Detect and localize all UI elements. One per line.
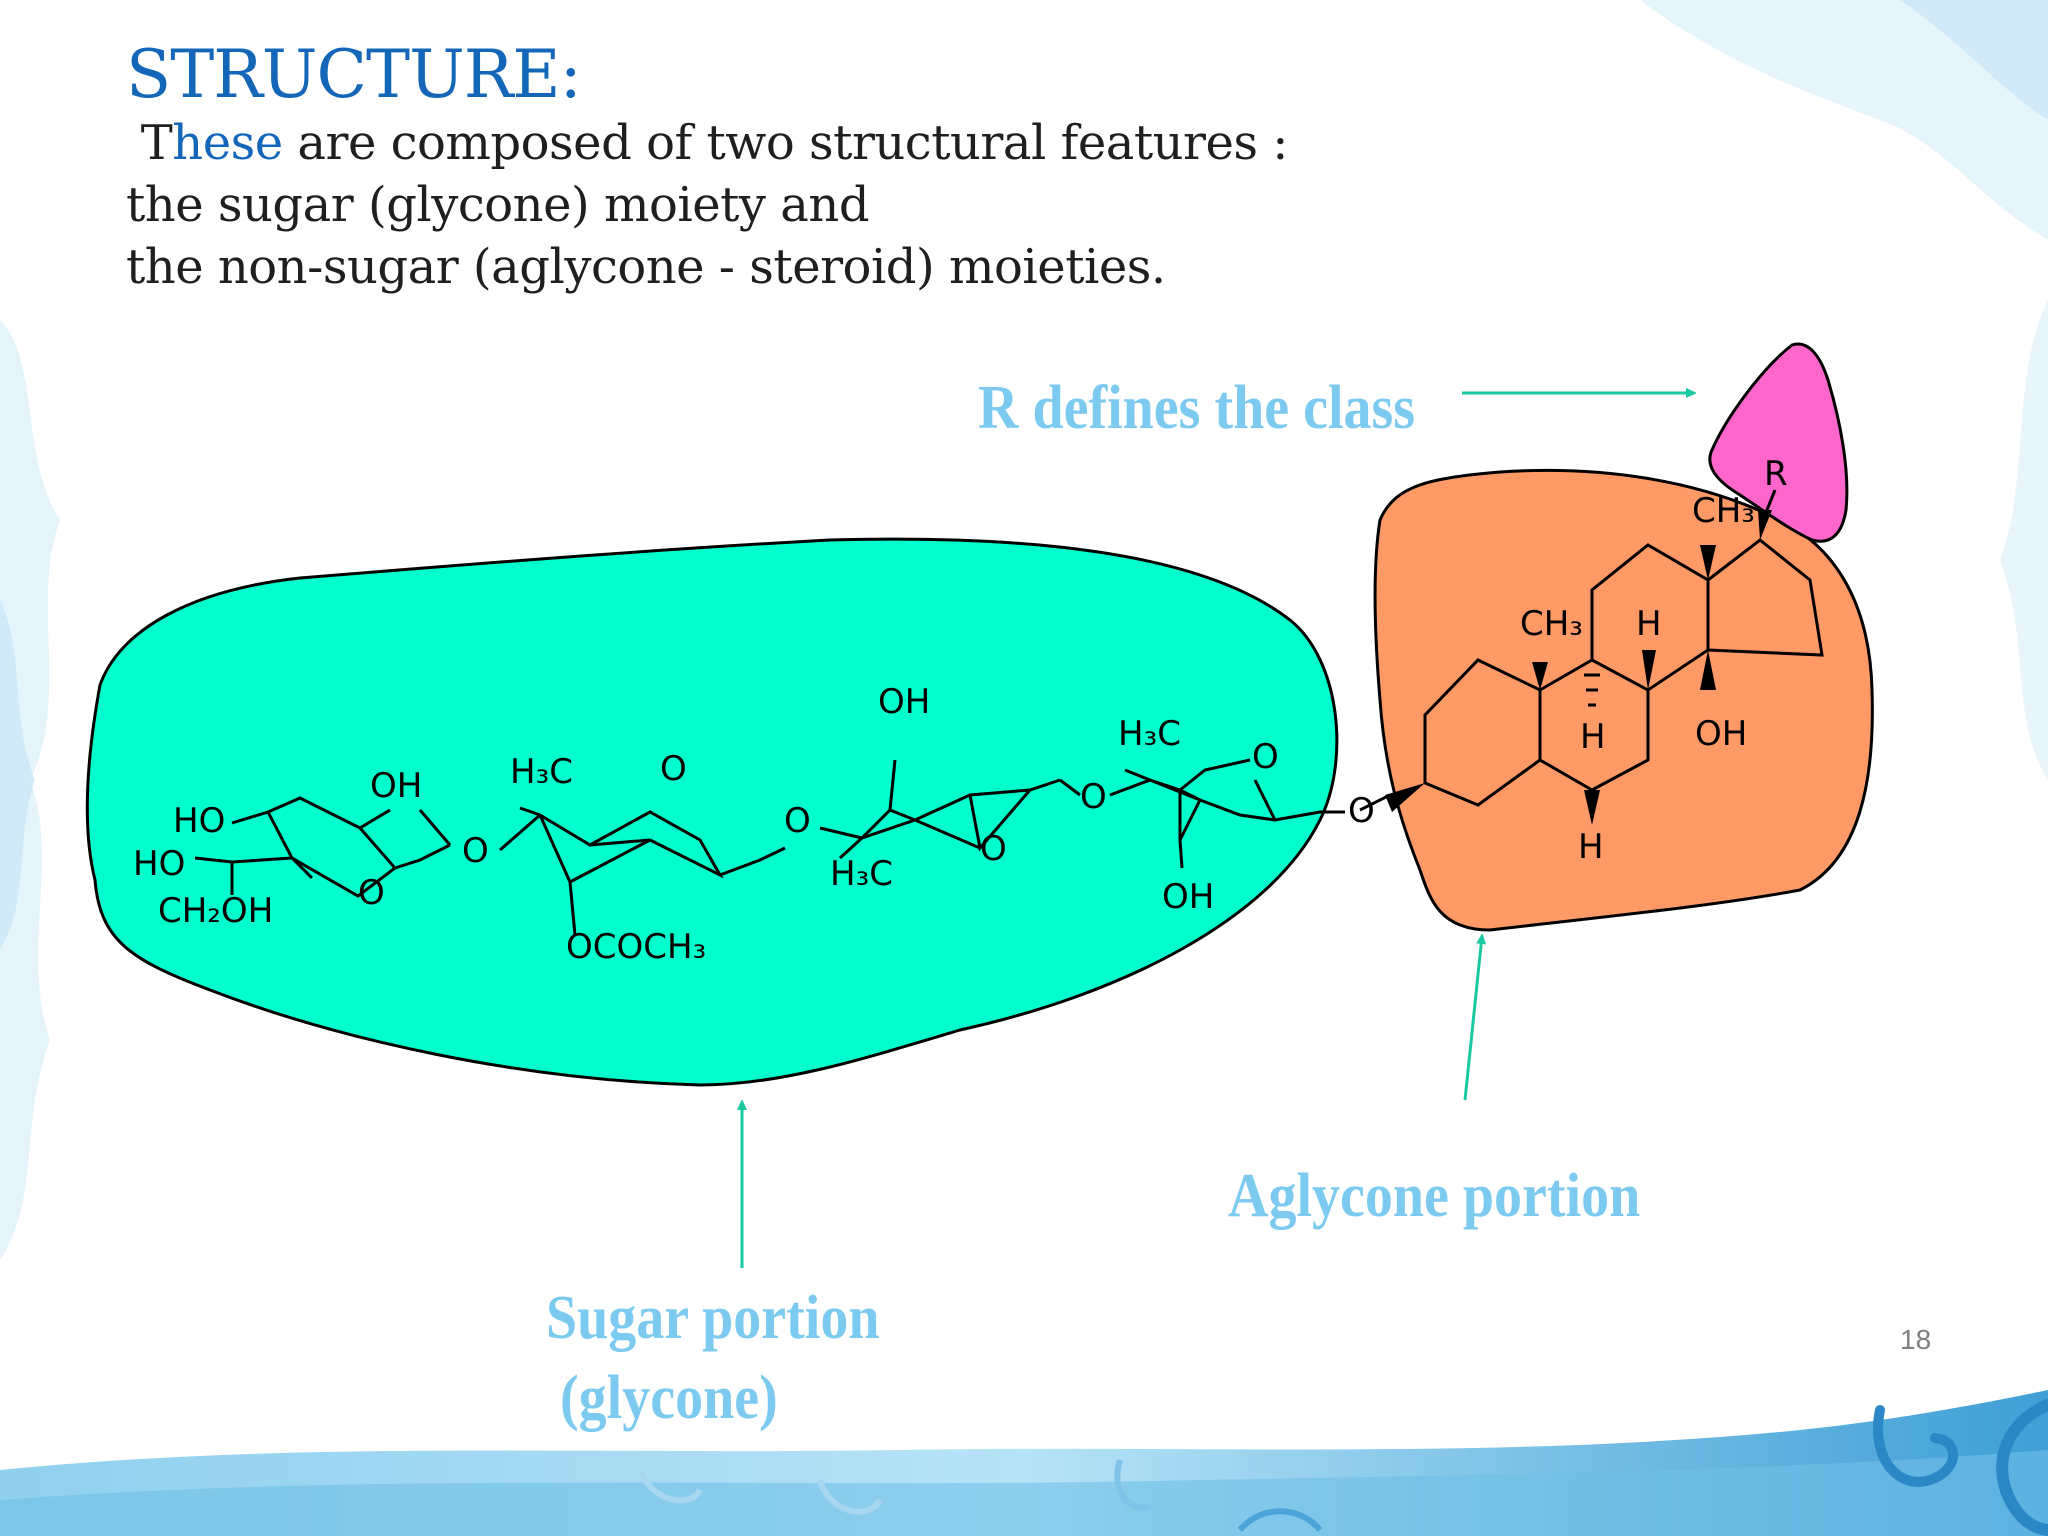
label-h-alpha: H (1580, 717, 1606, 757)
label-o-ring3: O (980, 829, 1007, 869)
label-o-glycosidic: O (1348, 791, 1375, 831)
label-ho-bottom: HO (133, 844, 185, 884)
label-o-link3: O (1080, 777, 1107, 817)
glycosidic-link-1 (418, 809, 541, 852)
r-bond (1763, 489, 1777, 516)
label-h-bottom: H (1578, 827, 1604, 867)
intro-prefix: T (126, 115, 173, 171)
label-h3c-ring4: H₃C (1118, 714, 1181, 754)
sugar-ring-2 (519, 806, 786, 936)
sugar-ring-1 (194, 796, 451, 898)
sugar-ring-4 (1124, 758, 1345, 869)
intro-text: These are composed of two structural fea… (126, 112, 1288, 298)
label-ho-top: HO (173, 801, 225, 841)
aglycone-label: Aglycone portion (1228, 1161, 1641, 1231)
hashed-bond (1584, 673, 1600, 707)
label-h-top: H (1636, 604, 1662, 644)
intro-highlight: hese (172, 115, 283, 171)
glycosidic-link-2 (819, 826, 863, 840)
label-h3c-ring2: H₃C (510, 752, 573, 792)
sugar-ring-3 (838, 759, 1061, 860)
aglycone-portion-region (1373, 468, 1874, 932)
label-oh-ring4: OH (1162, 877, 1214, 917)
label-r-group: R (1764, 454, 1788, 494)
label-h3c-ring3: H₃C (830, 854, 893, 894)
sugar-label-line2: (glycone) (546, 1363, 778, 1433)
page-number: 18 (1900, 1324, 1932, 1355)
sugar-label-line1: Sugar portion (546, 1283, 880, 1353)
label-o-ring4: O (1252, 737, 1279, 777)
label-oh-ring1: OH (370, 766, 422, 806)
aglycone-arrow (1463, 936, 1482, 1101)
label-o-link1: O (462, 831, 489, 871)
intro-line-3: the non-sugar (aglycone - steroid) moiet… (126, 239, 1166, 295)
label-ch3-top: CH₃ (1692, 491, 1755, 531)
stereo-wedges (1385, 510, 1772, 825)
label-ch2oh: CH₂OH (158, 891, 273, 931)
label-ococh3: OCOCH₃ (566, 927, 706, 967)
glycosidic-link-3 (1059, 778, 1151, 797)
label-o-ring2: O (660, 749, 687, 789)
intro-line-2: the sugar (glycone) moiety and (126, 177, 870, 233)
label-oh-14: OH (1695, 714, 1747, 754)
r-group-region (1708, 342, 1849, 543)
label-o-link2: O (784, 801, 811, 841)
label-o-ring1: O (358, 873, 385, 913)
slide-title: STRUCTURE: (126, 36, 582, 113)
label-ch3-mid: CH₃ (1520, 604, 1583, 644)
intro-rest: are composed of two structural features … (282, 115, 1288, 171)
r-class-label: R defines the class (978, 373, 1416, 443)
label-oh-ring3: OH (878, 682, 930, 722)
sugar-portion-region (85, 537, 1339, 1087)
